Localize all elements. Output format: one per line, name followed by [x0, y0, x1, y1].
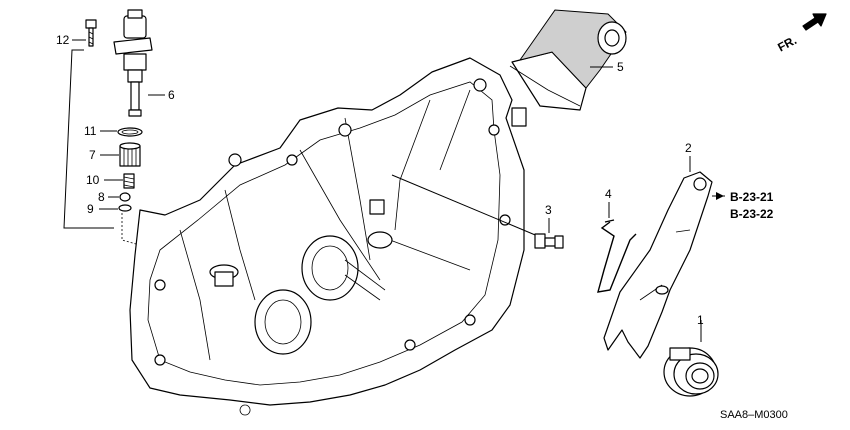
speed-sensor-6	[113, 9, 153, 117]
o-ring-11	[117, 127, 143, 137]
callout-9: 9	[87, 202, 94, 216]
housing-outline	[129, 57, 525, 406]
callout-10: 10	[86, 173, 100, 187]
driven-gear-7	[119, 142, 141, 167]
clutch-housing	[129, 57, 527, 416]
sensor-assembly-line	[121, 213, 221, 269]
clip-4	[597, 202, 637, 293]
release-bearing-1	[663, 320, 719, 397]
callout-4: 4	[605, 187, 612, 201]
speed-sensor-group	[63, 9, 221, 269]
bolt-12	[85, 19, 97, 47]
diagram-code: SAA8–M0300	[720, 409, 788, 421]
front-direction-indicator: FR.	[775, 13, 827, 55]
callout-11: 11	[84, 124, 97, 138]
callout-6: 6	[168, 88, 175, 102]
nut-8	[119, 192, 131, 202]
callout-5: 5	[617, 60, 624, 74]
reference-b-23-21[interactable]: B-23-21	[730, 190, 774, 204]
release-fork-2	[603, 156, 725, 359]
leader-3-assembly	[391, 174, 541, 238]
washer-9	[118, 204, 132, 212]
group-bracket	[63, 49, 114, 229]
bolt-3	[391, 174, 564, 249]
front-arrow-icon	[802, 13, 827, 31]
reference-arrow-icon	[716, 192, 724, 200]
spring-10	[123, 173, 135, 189]
callout-3: 3	[545, 203, 552, 217]
callout-2: 2	[685, 141, 692, 155]
callout-7: 7	[89, 148, 96, 162]
boot-5	[509, 9, 627, 111]
callout-1: 1	[697, 313, 704, 327]
front-label: FR.	[775, 33, 799, 54]
callout-12: 12	[56, 33, 70, 47]
reference-b-23-22[interactable]: B-23-22	[730, 207, 774, 221]
callout-8: 8	[98, 190, 105, 204]
